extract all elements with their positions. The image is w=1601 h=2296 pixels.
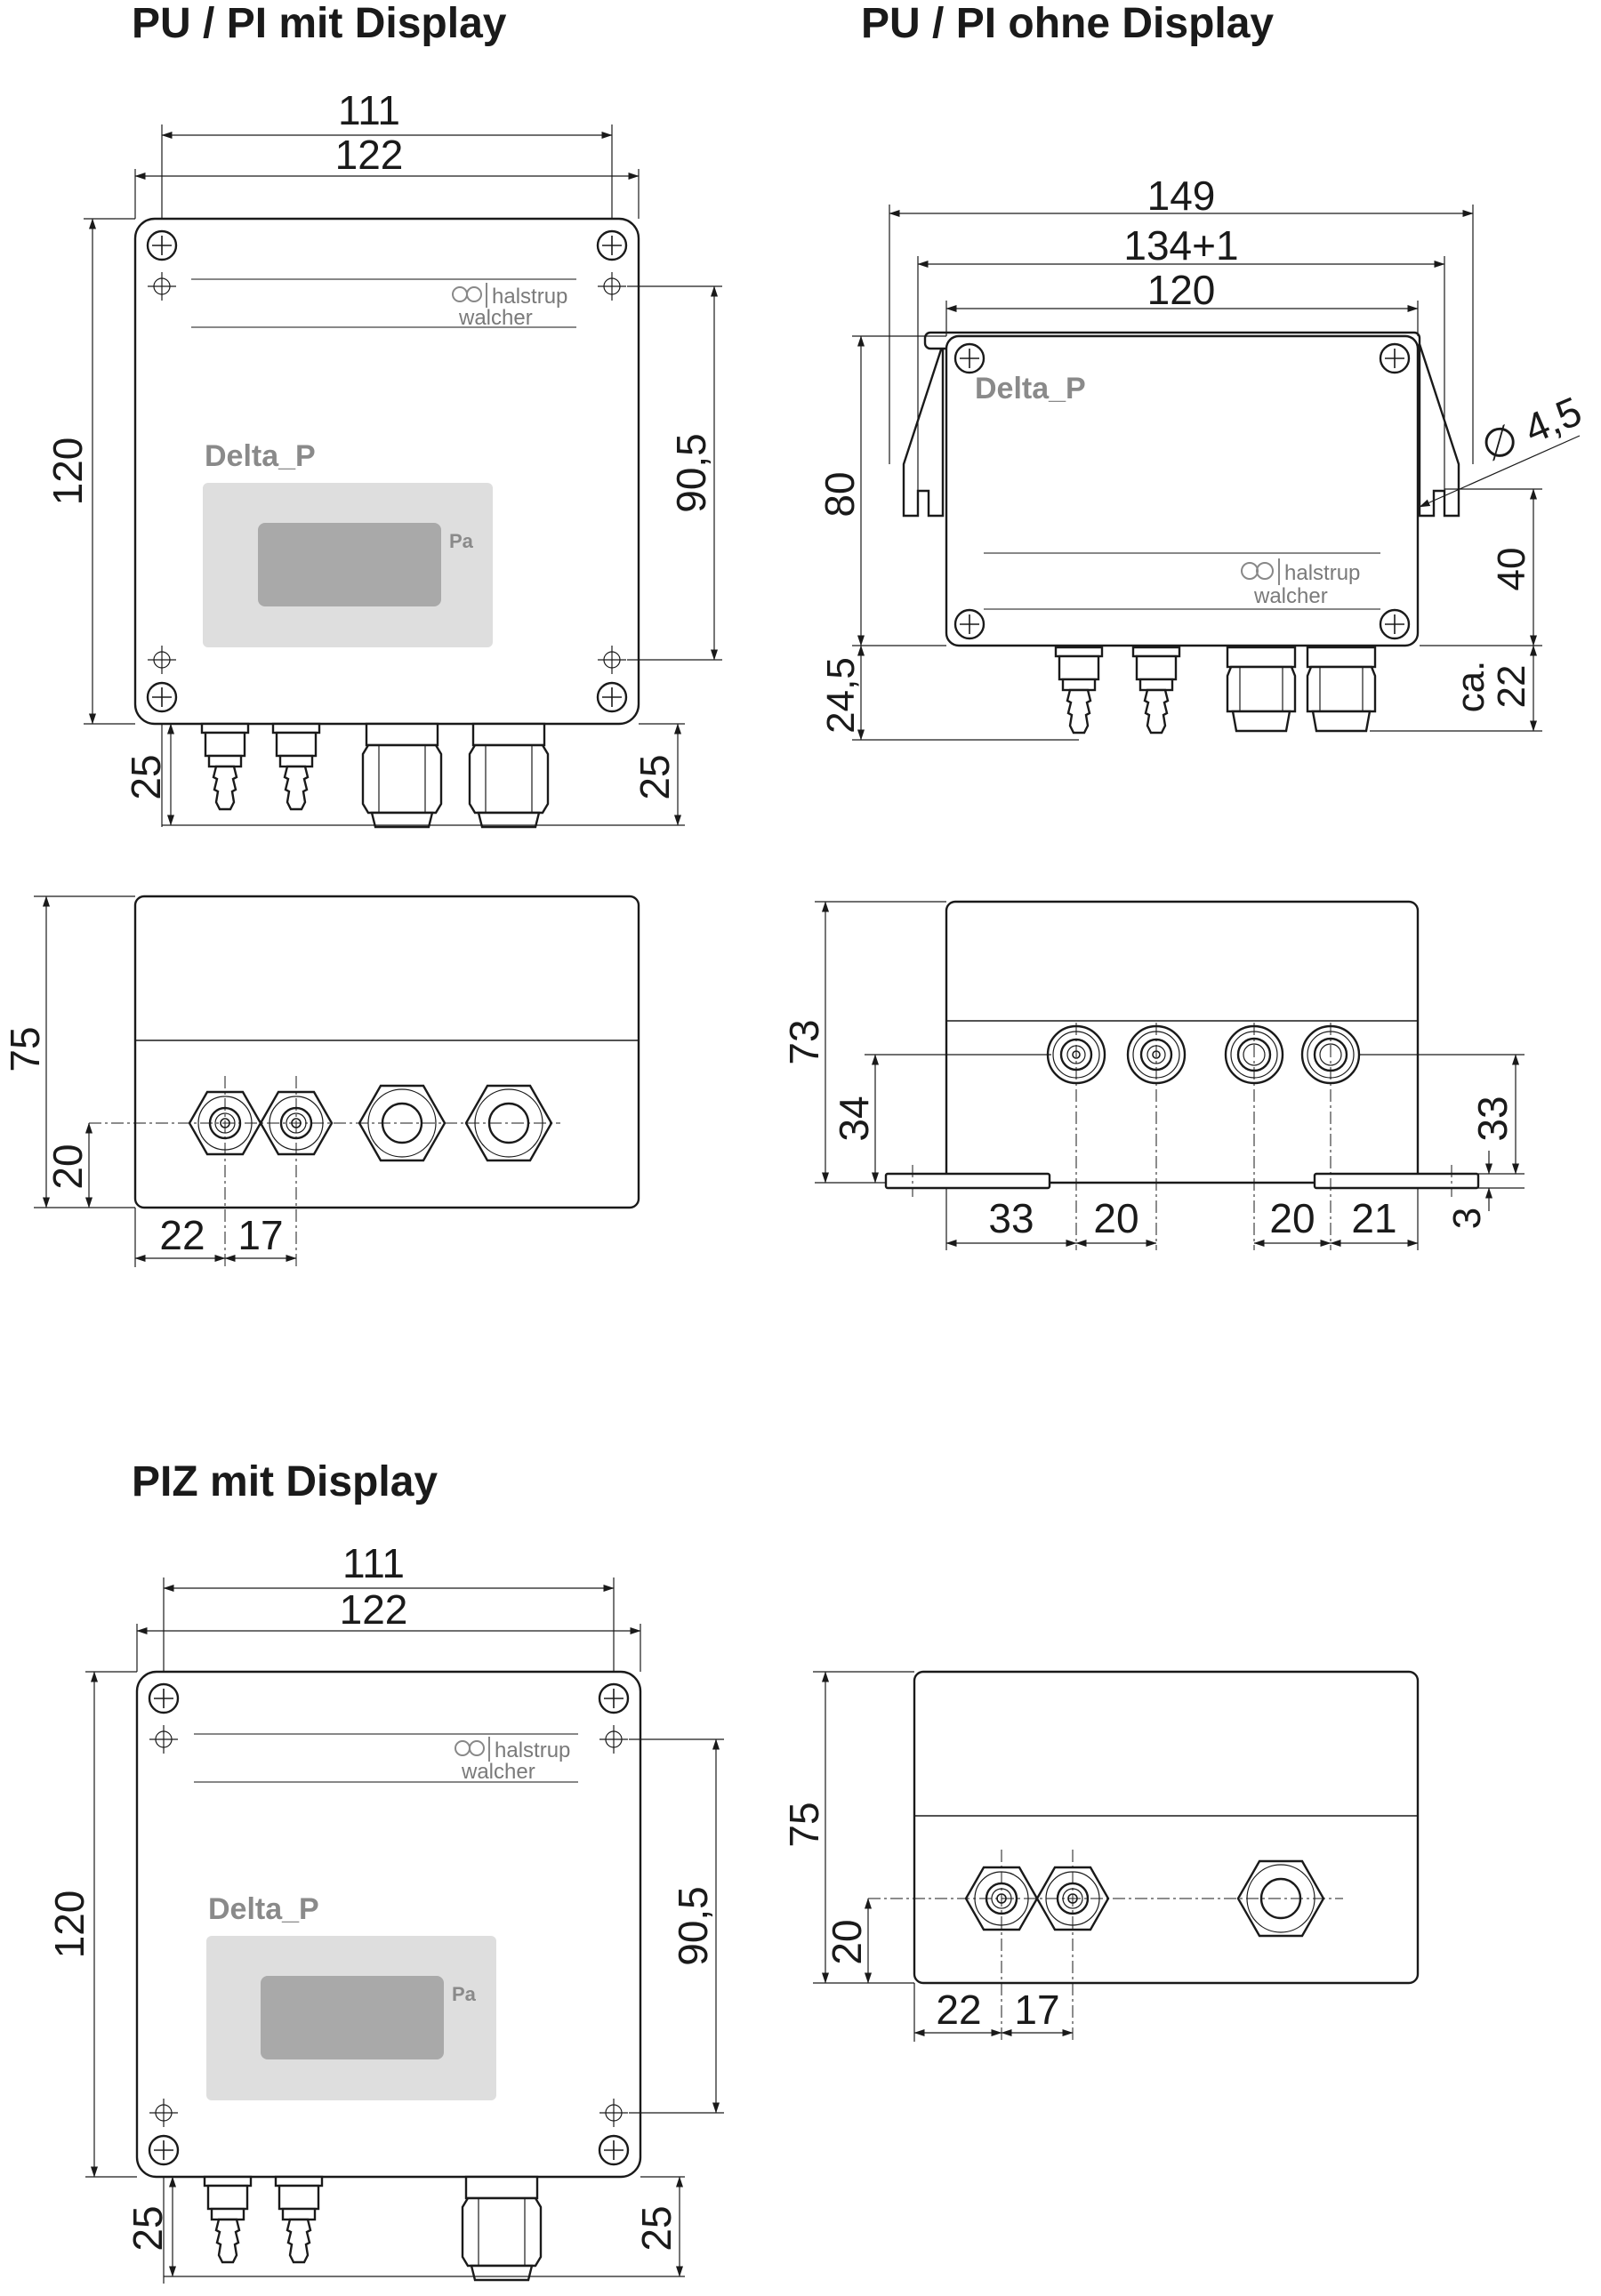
pressure-barb-icon xyxy=(1131,646,1181,735)
dim-port-right: 25 xyxy=(632,754,678,799)
section-piz-mit-display: PIZ mit Display halstrup walcher Delta_P xyxy=(46,1458,1420,2284)
housing-front xyxy=(945,334,1420,647)
mounting-bracket-left xyxy=(902,343,945,518)
pressure-barb-icon xyxy=(274,2175,324,2264)
dim-spacing-4: 21 xyxy=(1351,1195,1396,1241)
screw-icon xyxy=(598,1682,630,1714)
dim-width-inner: 111 xyxy=(342,1540,405,1586)
logo-text-line1: halstrup xyxy=(495,1738,570,1762)
housing-side xyxy=(913,1670,1420,1985)
front-view: Delta_P halstrup walcher 149 134+1 xyxy=(817,173,1589,741)
dim-width-outer: 122 xyxy=(335,132,404,178)
dim-spacing-1: 22 xyxy=(936,1987,981,2033)
dim-hole-height: 40 xyxy=(1490,548,1533,591)
screw-icon xyxy=(598,2134,630,2166)
dim-port-left: 25 xyxy=(123,754,169,799)
dim-hole-diameter: ∅ 4,5 xyxy=(1475,388,1589,471)
front-view: halstrup walcher Delta_P Pa 111 122 120 xyxy=(46,1540,724,2284)
section-pu-pi-mit-display: PU / PI mit Display halstrup walcher Del… xyxy=(2,0,722,1267)
dim-spacing-1: 33 xyxy=(988,1195,1034,1241)
side-view: 75 20 22 17 xyxy=(2,895,640,1267)
dim-total: 149 xyxy=(1147,173,1216,219)
dim-foot: 3 xyxy=(1445,1208,1489,1229)
dim-port-height-left: 34 xyxy=(831,1096,877,1141)
section-pu-pi-ohne-display: PU / PI ohne Display Delta_P halstrup wa… xyxy=(781,0,1588,1250)
dim-height: 75 xyxy=(781,1802,827,1847)
dim-port-right-prefix: ca. xyxy=(1449,661,1492,713)
dim-port-left: 25 xyxy=(125,2205,171,2251)
logo-text-line2: walcher xyxy=(461,1760,535,1784)
pressure-barb-icon xyxy=(1054,646,1104,735)
dim-port-height-right: 33 xyxy=(1469,1096,1516,1141)
dim-width-outer: 122 xyxy=(340,1586,408,1633)
screw-icon xyxy=(146,229,178,261)
logo-text-line2: walcher xyxy=(458,306,533,330)
pressure-barb-icon xyxy=(271,722,321,811)
cable-gland-icon xyxy=(461,2175,543,2282)
dim-hole-spacing: 90,5 xyxy=(668,433,714,513)
screw-icon xyxy=(148,1682,180,1714)
section-title: PU / PI ohne Display xyxy=(861,0,1274,47)
lcd-screen xyxy=(261,1976,444,2059)
side-view: 75 20 22 17 xyxy=(781,1670,1420,2042)
halstrup-logo-icon xyxy=(452,283,487,308)
dim-spacing-1: 22 xyxy=(159,1212,205,1258)
dim-port-height: 20 xyxy=(44,1144,91,1189)
cable-gland-icon xyxy=(1306,646,1377,733)
screw-icon xyxy=(596,681,628,713)
dim-spacing-2: 20 xyxy=(1093,1195,1138,1241)
brand-label: Delta_P xyxy=(975,372,1086,405)
logo-text-line1: halstrup xyxy=(1284,561,1360,585)
unit-label: Pa xyxy=(449,530,474,552)
screw-icon xyxy=(148,2134,180,2166)
dim-height: 120 xyxy=(44,438,91,506)
dim-port-right: 25 xyxy=(633,2205,680,2251)
screw-icon xyxy=(146,681,178,713)
screw-icon xyxy=(953,342,986,374)
foot-left xyxy=(884,1172,1051,1190)
pressure-barb-icon xyxy=(203,2175,253,2264)
foot-right xyxy=(1313,1172,1480,1190)
dim-mount: 134+1 xyxy=(1123,222,1238,269)
dim-width-inner: 111 xyxy=(338,87,400,133)
dim-height: 120 xyxy=(46,1891,93,1959)
unit-label: Pa xyxy=(452,1983,477,2005)
dim-spacing-2: 17 xyxy=(1014,1987,1059,2033)
screw-icon xyxy=(953,608,986,640)
screw-icon xyxy=(1379,608,1411,640)
dim-port-right: 22 xyxy=(1490,665,1533,709)
brand-label: Delta_P xyxy=(208,1892,319,1926)
dim-spacing-3: 20 xyxy=(1269,1195,1315,1241)
dim-hole-spacing: 90,5 xyxy=(670,1886,716,1966)
dim-body: 120 xyxy=(1147,267,1216,313)
dim-port-left: 24,5 xyxy=(819,657,863,734)
mounting-bracket-right xyxy=(1418,343,1460,518)
cable-gland-icon xyxy=(361,722,443,829)
brand-label: Delta_P xyxy=(205,439,316,473)
front-view: halstrup walcher Delta_P Pa 111 122 120 xyxy=(44,87,722,829)
dim-port-height: 20 xyxy=(824,1919,870,1964)
side-view: 73 34 33 3 33 20 20 21 xyxy=(781,900,1525,1250)
section-title: PIZ mit Display xyxy=(132,1458,438,1505)
dim-spacing-2: 17 xyxy=(237,1212,283,1258)
logo-text-line2: walcher xyxy=(1253,584,1328,608)
dim-height: 73 xyxy=(781,1019,827,1064)
pressure-barb-icon xyxy=(200,722,250,811)
halstrup-logo-icon xyxy=(455,1737,490,1762)
screw-icon xyxy=(1379,342,1411,374)
dim-height: 75 xyxy=(2,1026,48,1072)
cable-gland-icon xyxy=(1226,646,1297,733)
screw-icon xyxy=(596,229,628,261)
cable-gland-icon xyxy=(468,722,550,829)
halstrup-logo-icon xyxy=(1241,558,1280,585)
logo-text-line1: halstrup xyxy=(492,285,567,309)
lcd-screen xyxy=(258,523,441,606)
section-title: PU / PI mit Display xyxy=(132,0,507,47)
dim-height: 80 xyxy=(817,471,863,517)
